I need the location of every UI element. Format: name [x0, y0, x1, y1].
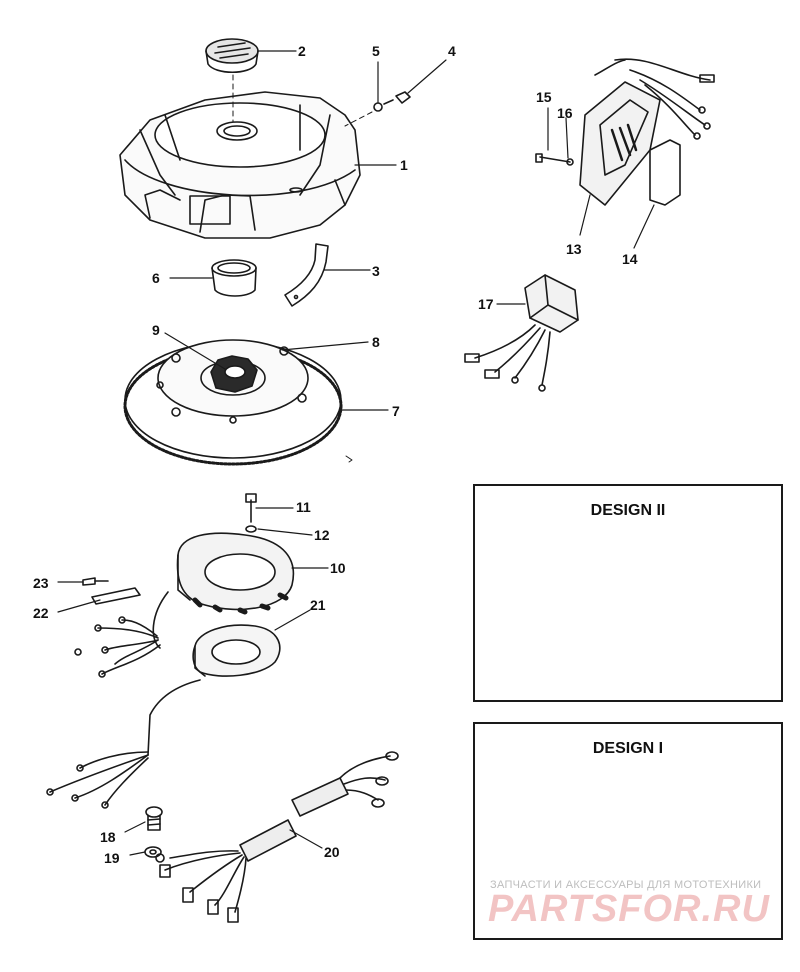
callout-9: 9 [152, 322, 160, 338]
switch-box-part [535, 58, 715, 206]
callout-3: 3 [372, 263, 380, 279]
rectifier-part [464, 274, 579, 392]
watermark-top-text: ЗАПЧАСТИ И АКСЕССУАРЫ ДЛЯ МОТОТЕХНИКИ [490, 879, 762, 891]
callout-1: 1 [400, 157, 408, 173]
bracket-part [82, 577, 141, 605]
callout-7: 7 [392, 403, 400, 419]
callout-17: 17 [478, 296, 494, 312]
clip-part [284, 243, 329, 307]
stator-leads [74, 616, 161, 678]
callout-18: 18 [100, 829, 116, 845]
callout-2: 2 [298, 43, 306, 59]
design-i-title: DESIGN I [592, 740, 664, 757]
callout-6: 6 [152, 270, 160, 286]
watermark-logo-text: PARTSFOR.RU [488, 888, 770, 930]
leader-lines [57, 50, 655, 856]
callout-14: 14 [622, 251, 638, 267]
callout-20: 20 [324, 844, 340, 860]
harness-part [155, 751, 399, 923]
screw-18-part [144, 806, 163, 858]
design-i-box: DESIGN I [473, 722, 783, 940]
design-ii-title: DESIGN II [590, 502, 666, 519]
callout-23: 23 [33, 575, 49, 591]
cap-part [205, 38, 259, 123]
flywheel-part [123, 339, 343, 466]
callout-10: 10 [330, 560, 346, 576]
callout-11: 11 [296, 499, 311, 515]
design-ii-box: DESIGN II [473, 484, 783, 702]
callout-5: 5 [372, 43, 380, 59]
callout-19: 19 [104, 850, 120, 866]
callout-13: 13 [566, 241, 582, 257]
callout-15: 15 [536, 89, 552, 105]
callout-4: 4 [448, 43, 456, 59]
trigger-part [147, 624, 281, 756]
trigger-leads [46, 751, 149, 809]
sleeve-part [211, 259, 257, 297]
callout-22: 22 [33, 605, 49, 621]
callout-12: 12 [314, 527, 330, 543]
flywheel-cover-part [119, 91, 361, 239]
callout-16: 16 [557, 105, 573, 121]
stator-part [152, 493, 295, 649]
callout-21: 21 [310, 597, 326, 613]
callout-8: 8 [372, 334, 380, 350]
